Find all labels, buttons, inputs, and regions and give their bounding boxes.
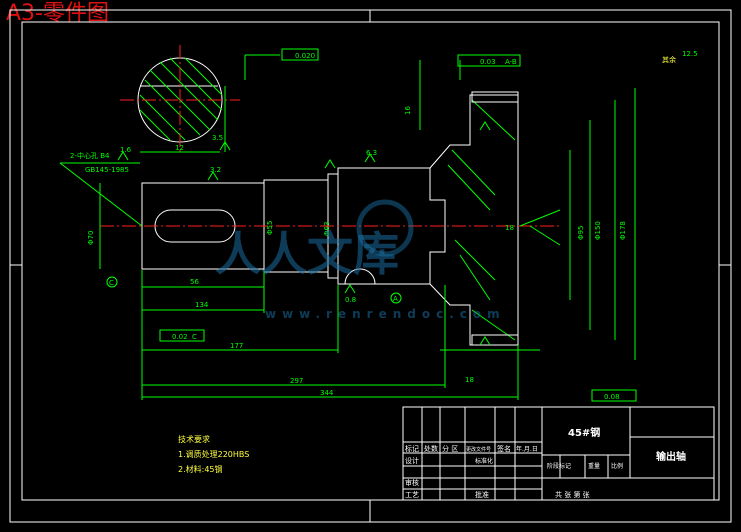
watermark-sub: www.renrendoc.com bbox=[265, 307, 506, 321]
sheet-label: 共 张 第 张 bbox=[555, 490, 590, 499]
rough-3-2: 3.2 bbox=[210, 166, 221, 174]
tol-flat: 0.08 bbox=[604, 393, 620, 401]
col-date: 年.月.日 bbox=[516, 445, 538, 453]
datum-ref-ab: A-B bbox=[505, 58, 517, 66]
col-count: 处数 bbox=[424, 444, 438, 453]
col-sign: 签名 bbox=[497, 444, 511, 453]
center-hole-note: 2-中心孔 B4 bbox=[70, 151, 110, 160]
dim-phi55: Φ55 bbox=[266, 221, 274, 235]
dim-phi70: Φ70 bbox=[87, 231, 95, 245]
dim-3-5: 3.5 bbox=[212, 134, 223, 142]
approve-label: 批准 bbox=[475, 490, 489, 499]
part-name-text: 输出轴 bbox=[656, 450, 686, 463]
dim-phi95: Φ95 bbox=[577, 226, 585, 240]
std-label: 标准化 bbox=[475, 457, 493, 465]
dim-134: 134 bbox=[195, 301, 209, 309]
shaft-section-view bbox=[120, 45, 240, 155]
dim-18b: 18 bbox=[465, 376, 474, 384]
rough-1-6: 1.6 bbox=[120, 146, 132, 154]
datum-a-marker bbox=[390, 292, 402, 304]
datum-c-label: C bbox=[109, 279, 114, 287]
dimension-lines bbox=[59, 54, 636, 400]
col-zone: 分 区 bbox=[442, 444, 458, 453]
dim-phi63: Φ63 bbox=[323, 222, 331, 236]
dim-16: 16 bbox=[404, 106, 412, 115]
process-label: 工艺 bbox=[405, 491, 419, 499]
datum-c-marker bbox=[106, 276, 118, 288]
rough-6-3: 6.3 bbox=[366, 149, 377, 157]
dim-12: 12 bbox=[175, 144, 184, 152]
tech-requirements: 技术要求 1.调质处理220HBS 2.材料:45钢 bbox=[178, 434, 249, 474]
tol-0-03: 0.03 bbox=[480, 58, 496, 66]
tol-0-020: 0.020 bbox=[295, 52, 315, 60]
review-label: 审核 bbox=[405, 478, 419, 487]
rest-note: 其余 bbox=[662, 55, 676, 64]
stage-label: 阶段标记 bbox=[547, 462, 571, 470]
roughness-marks bbox=[117, 121, 491, 346]
col-mark: 标记 bbox=[405, 444, 419, 453]
dim-297: 297 bbox=[290, 377, 303, 385]
col-change: 更改文件号 bbox=[466, 446, 491, 453]
dimension-texts: 56 134 177 297 344 18 12 Φ70 Φ55 Φ63 Φ95… bbox=[87, 106, 627, 397]
watermark: 人人文库 www.renrendoc.com bbox=[215, 199, 506, 321]
tech-heading: 技术要求 bbox=[178, 434, 210, 444]
tol-0-02: 0.02 bbox=[172, 333, 188, 341]
material-text: 45#钢 bbox=[568, 426, 600, 439]
rough-0-8: 0.8 bbox=[345, 296, 356, 304]
standard-note: GB145-1985 bbox=[85, 166, 129, 174]
tolerance-frames bbox=[159, 48, 637, 402]
dim-177: 177 bbox=[230, 342, 243, 350]
dim-56: 56 bbox=[190, 278, 199, 286]
title-block: 45#钢 输出轴 标记 处数 分 区 更改文件号 签名 年.月.日 设计 标准化… bbox=[402, 406, 715, 501]
weight-label: 重量 bbox=[588, 462, 600, 470]
datum-ref-c: C bbox=[192, 333, 197, 341]
tech-item-2: 2.材料:45钢 bbox=[178, 464, 223, 474]
datum-a-label: A bbox=[393, 295, 398, 303]
watermark-main: 人人文库 bbox=[215, 227, 399, 281]
annotation-texts: 2-中心孔 B4 GB145-1985 其余 12.5 1.6 3.2 6.3 … bbox=[70, 50, 698, 401]
dim-18: 18 bbox=[505, 224, 514, 232]
dim-344: 344 bbox=[320, 389, 334, 397]
dim-phi178: Φ178 bbox=[619, 221, 627, 240]
design-label: 设计 bbox=[405, 456, 419, 465]
scale-label: 比例 bbox=[611, 462, 623, 470]
tech-item-1: 1.调质处理220HBS bbox=[178, 449, 249, 459]
dim-phi150: Φ150 bbox=[594, 221, 602, 240]
rough-12-5: 12.5 bbox=[682, 50, 698, 58]
